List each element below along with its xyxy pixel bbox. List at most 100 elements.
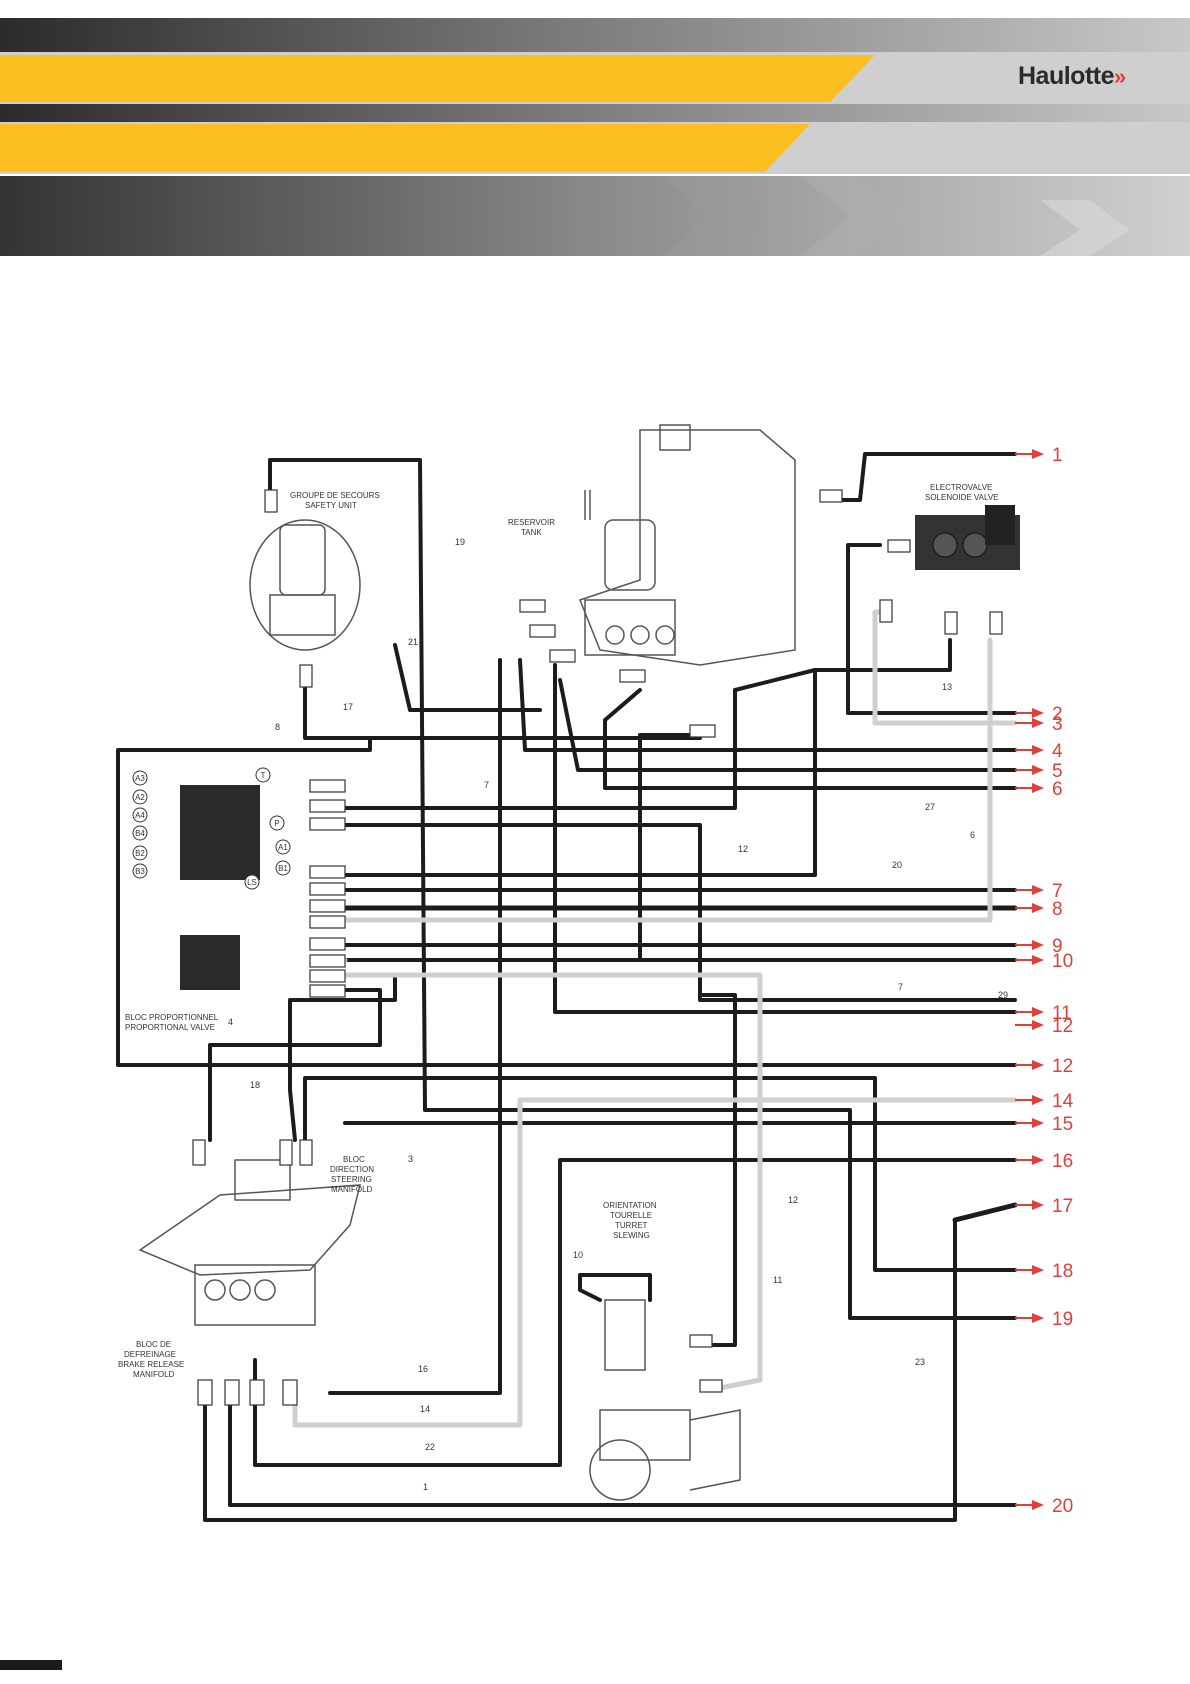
logo-chevron-icon: » [1114,64,1126,89]
output-number: 12 [1052,1016,1073,1037]
arrow-head-icon [1032,885,1044,895]
output-arrow: 12 [1015,1056,1073,1077]
label-turret-3: TURRET [615,1221,648,1230]
hose-19 [268,458,1017,1320]
label-brake-2: DEFREINAGE [124,1350,176,1359]
output-arrow: 5 [1015,761,1063,782]
hose-number: 1 [423,1482,428,1492]
output-arrow: 3 [1015,714,1063,735]
output-arrow: 10 [1015,951,1073,972]
hose-29 [553,663,1017,1014]
output-number: 16 [1052,1151,1073,1172]
port-ls: LS [244,874,260,890]
hose-number: 21 [408,637,418,647]
arrow-head-icon [1032,1313,1044,1323]
haulotte-logo: Haulotte» [1018,62,1126,91]
hose-21 [393,643,542,712]
port-t: T [255,767,271,783]
label-solenoid-en: SOLENOIDE VALVE [925,493,999,502]
hose-number: 7 [898,982,903,992]
output-arrow: 2 [1015,704,1063,725]
arrow-head-icon [1032,1060,1044,1070]
output-number: 12 [1052,1056,1073,1077]
hose-number: 17 [343,702,353,712]
output-arrow: 14 [1015,1091,1074,1112]
arrow-head-icon [1032,765,1044,775]
label-reservoir-fr: RESERVOIR [508,518,555,527]
hose-10 [578,1273,652,1302]
label-steering-1: BLOC [343,1155,365,1164]
hose-number: 3 [408,1154,413,1164]
output-number: 19 [1052,1309,1073,1330]
output-arrow: 1 [1015,445,1063,466]
label-turret-4: SLEWING [613,1231,650,1240]
output-arrow: 19 [1015,1309,1073,1330]
output-arrow: 15 [1015,1114,1073,1135]
output-arrow: 12 [1015,1016,1073,1037]
output-number: 15 [1052,1114,1073,1135]
hose-3-18 [303,1076,1017,1272]
port-label: A1 [278,843,288,852]
hose-number: 10 [573,1250,583,1260]
hose-number: 8 [275,722,280,732]
hose-5 [558,678,1017,772]
arrow-head-icon [1032,1095,1044,1105]
output-arrow: 11 [1015,1003,1072,1024]
hose-number: 14 [420,1404,430,1414]
output-number: 9 [1052,936,1063,957]
hose-number: 18 [250,1080,260,1090]
hose-13 [846,543,1017,715]
output-number: 10 [1052,951,1073,972]
output-number: 14 [1052,1091,1074,1112]
output-arrow: 20 [1015,1496,1073,1517]
arrow-head-icon [1032,940,1044,950]
turret-slewing [589,1299,741,1501]
hose-number: 16 [418,1364,428,1374]
hose-6-grey [342,637,993,923]
port-b1: B1 [275,860,291,876]
label-steering-3: STEERING [331,1175,372,1184]
label-safety-unit-fr: GROUPE DE SECOURS [290,491,380,500]
port-b2: B2 [132,845,148,861]
port-a4: A4 [132,807,148,823]
port-a1: A1 [275,839,291,855]
arrow-head-icon [1032,903,1044,913]
port-b4: B4 [132,825,148,841]
output-number: 20 [1052,1496,1073,1517]
port-label: A4 [135,811,145,820]
arrow-head-icon [1032,718,1044,728]
arrow-head-icon [1032,783,1044,793]
hose-3b [208,988,382,1142]
label-brake-4: MANIFOLD [133,1370,175,1379]
hose-6 [603,688,1017,790]
arrow-head-icon [1032,708,1044,718]
hose-12-mid [343,823,1017,1002]
port-label: A3 [135,774,145,783]
brake-manifold [194,1264,316,1326]
reservoir-tank [579,424,796,666]
arrow-head-icon [1032,1155,1044,1165]
output-number: 4 [1052,741,1063,762]
output-arrow: 8 [1015,899,1063,920]
label-steering-2: DIRECTION [330,1165,374,1174]
hose-number: 6 [970,830,975,840]
hose-11 [698,993,737,1347]
hose-number: 22 [425,1442,435,1452]
output-number: 2 [1052,704,1063,725]
hose-23 [203,1218,957,1522]
port-label: B2 [135,849,145,858]
hose-17 [303,678,702,740]
solenoid-valve [915,505,1020,570]
output-arrow: 9 [1015,936,1063,957]
hose-12-grey [342,972,763,1393]
hose-number: 4 [228,1017,233,1027]
arrow-head-icon [1032,1007,1044,1017]
safety-unit [249,519,361,651]
hose-10a [343,733,702,962]
hose-number: 29 [998,990,1008,1000]
arrow-head-icon [1032,1118,1044,1128]
label-solenoid-fr: ELECTROVALVE [930,483,992,492]
hose-number: 27 [925,802,935,812]
